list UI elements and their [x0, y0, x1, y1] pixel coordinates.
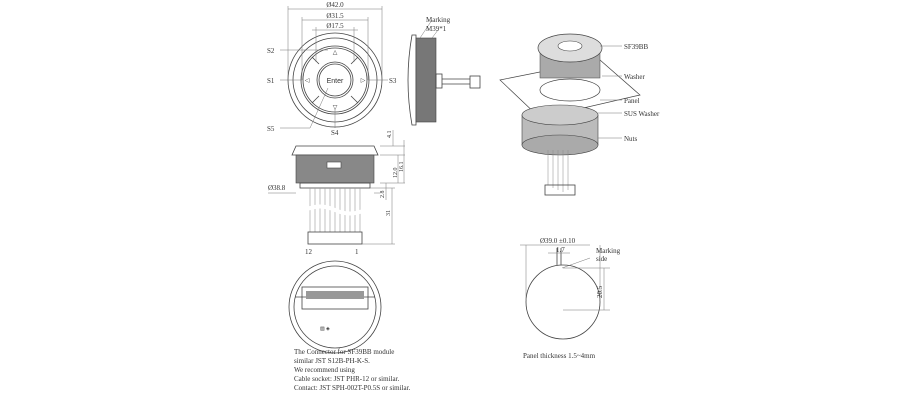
front-view: Enter △ ▽ ◁ ▷ Ø42.0 Ø31.5 Ø17.5 S2 S1 S3… [267, 1, 397, 137]
label-sf39bb: SF39BB [624, 43, 648, 51]
dim-key-height: 20.5 [596, 285, 604, 298]
label-s1: S1 [267, 77, 275, 85]
label-panel: Panel [624, 97, 640, 105]
bottom-view: ▨ ◈ [288, 260, 382, 354]
pin-12-label: 12 [305, 248, 313, 256]
dim-d5: 31 [386, 210, 392, 216]
note-line: The Connector for SF39BB module [294, 348, 395, 356]
section-view: Ø38.8 4.1 12.0 16.1 2.8 31 12 1 [268, 130, 405, 256]
dim-inner: Ø17.5 [326, 22, 344, 30]
marking-side-label: Marking [596, 247, 621, 255]
pin-1-label: 1 [355, 248, 359, 256]
connector-note: The Connector for SF39BB module similar … [294, 348, 410, 393]
dim-d1: 4.1 [387, 131, 393, 139]
chip-marking-icon: ▨ ◈ [320, 326, 330, 332]
side-view: Marking M39*1 [407, 16, 481, 126]
dim-middle: Ø31.5 [326, 12, 344, 20]
label-s2: S2 [267, 47, 275, 55]
dim-section-dia: Ø38.8 [268, 184, 286, 192]
label-washer: Washer [624, 73, 645, 81]
dim-d2: 12.0 [393, 168, 399, 179]
dim-cutout-dia: Ø39.0 ±0.10 [540, 237, 576, 245]
note-line: similar JST S12B-PH-K-S. [294, 357, 370, 365]
enter-label: Enter [327, 78, 344, 85]
note-line: Cable socket: JST PHR-12 or similar. [294, 375, 400, 383]
right-arrow-icon: ▷ [361, 78, 366, 84]
note-line: Contact: JST SPH-002T-P0.5S or similar. [294, 384, 411, 392]
label-sus-washer: SUS Washer [624, 110, 660, 118]
left-arrow-icon: ◁ [305, 78, 310, 84]
marking-side-label-2: side [596, 255, 607, 263]
note-line: We recommend using [294, 366, 355, 374]
up-arrow-icon: △ [333, 50, 338, 56]
thread-label: M39*1 [426, 25, 447, 33]
label-nuts: Nuts [624, 135, 638, 143]
iso-view: SF39BB Washer Panel SUS Washer Nuts [499, 33, 660, 196]
marking-label: Marking [426, 16, 451, 24]
label-s5: S5 [267, 125, 275, 133]
label-s3: S3 [389, 77, 397, 85]
dim-key-width: 1.7 [556, 246, 565, 254]
dim-d4: 2.8 [380, 191, 386, 199]
dim-outer: Ø42.0 [326, 1, 344, 9]
panel-thickness-note: Panel thickness 1.5~4mm [523, 352, 596, 360]
dim-d3: 16.1 [399, 162, 405, 173]
label-s4: S4 [331, 129, 339, 137]
panel-cutout: Ø39.0 ±0.10 1.7 20.5 Marking side Panel … [520, 237, 621, 360]
